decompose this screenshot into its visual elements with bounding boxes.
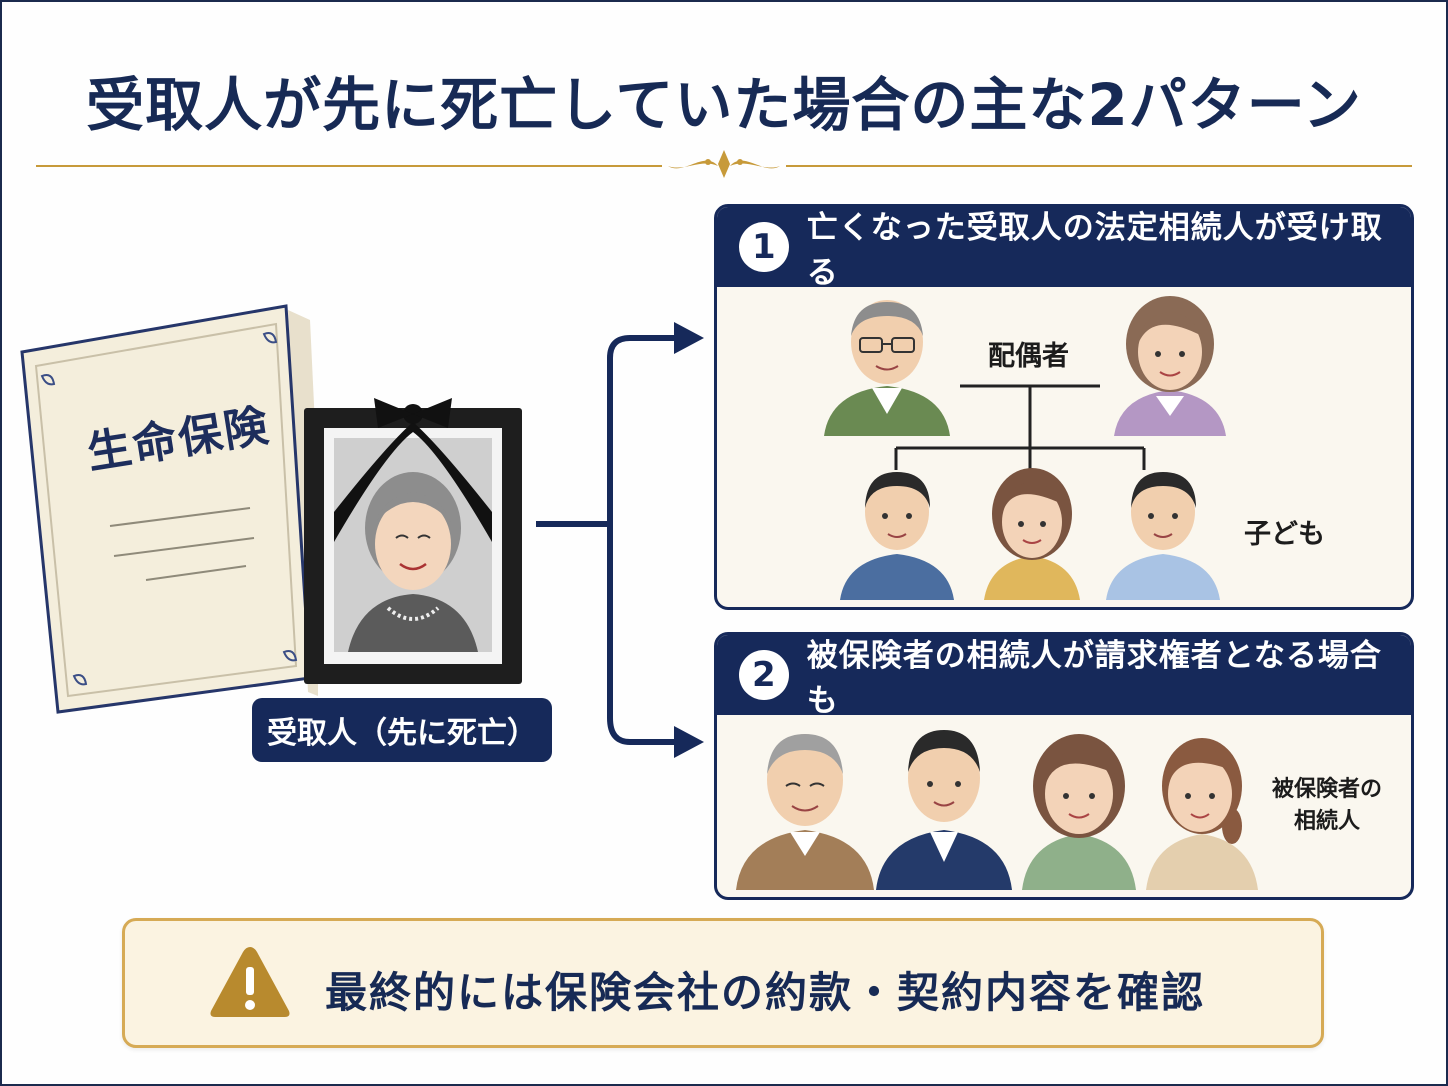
mother-avatar-icon xyxy=(1114,296,1226,436)
pattern-1-heading: 亡くなった受取人の法定相続人が受け取る xyxy=(806,210,1383,291)
pattern-1-header: 1 亡くなった受取人の法定相続人が受け取る xyxy=(717,207,1411,291)
heirs-label-line1: 被保険者の xyxy=(1271,777,1382,802)
ornament-icon xyxy=(668,150,780,178)
pattern-2-heading: 被保険者の相続人が請求権者となる場合も xyxy=(806,638,1382,719)
page-title: 受取人が先に死亡していた場合の主な2パターン xyxy=(86,71,1362,139)
insurance-booklet-icon xyxy=(20,304,318,714)
warning-icon xyxy=(210,947,290,1017)
warning-box: 最終的には保険会社の約款・契約内容を確認 xyxy=(122,918,1324,1048)
family-tree-lines xyxy=(894,384,1146,470)
title-divider-left xyxy=(36,165,662,167)
heirs-label-line2: 相続人 xyxy=(1293,809,1360,834)
spouse-label: 配偶者 xyxy=(988,341,1069,372)
recipient-badge: 受取人（先に死亡） xyxy=(252,698,552,762)
pattern-1-number: 1 xyxy=(739,222,789,272)
heir-2-avatar-icon xyxy=(876,730,1012,890)
memorial-portrait-icon xyxy=(304,398,522,684)
heir-3-avatar-icon xyxy=(1022,734,1136,890)
father-avatar-icon xyxy=(824,300,950,436)
title-divider-right xyxy=(786,165,1412,167)
children-label: 子ども xyxy=(1244,519,1325,550)
pattern-1-panel: 1 亡くなった受取人の法定相続人が受け取る xyxy=(714,204,1414,610)
heir-4-avatar-icon xyxy=(1146,738,1258,890)
arrow-up-icon xyxy=(674,322,704,354)
pattern-2-number: 2 xyxy=(739,650,789,700)
pattern-2-header: 2 被保険者の相続人が請求権者となる場合も xyxy=(717,635,1411,719)
arrow-down-icon xyxy=(674,726,704,758)
child-1-avatar-icon xyxy=(840,472,954,600)
heir-1-avatar-icon xyxy=(736,734,874,890)
child-3-avatar-icon xyxy=(1106,472,1220,600)
warning-text: 最終的には保険会社の約款・契約内容を確認 xyxy=(325,968,1206,1017)
branch-arrows xyxy=(536,322,704,758)
heirs-label: 被保険者の 相続人 xyxy=(1262,774,1392,838)
child-2-avatar-icon xyxy=(984,468,1080,600)
